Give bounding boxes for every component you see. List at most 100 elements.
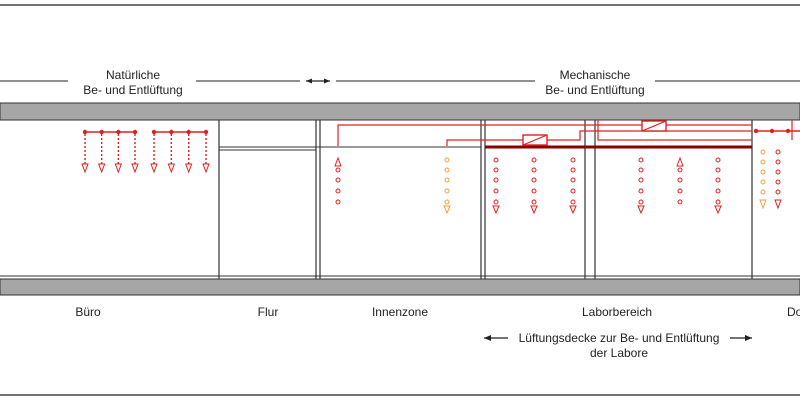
air-marker-dot [335,199,341,205]
zone-label-buero: Büro [75,305,101,319]
edge-outlet-dot [769,128,775,134]
air-marker-dot [715,157,721,163]
natural-label-line2: Be- und Entlüftung [83,83,182,97]
air-marker-dot [677,188,683,194]
air-marker-dot [493,177,499,183]
air-marker-dot [493,188,499,194]
buero-supply-air-arrows [81,129,210,174]
air-marker-dot [570,188,576,194]
air-marker-dot [531,167,537,173]
air-marker-dot [531,157,537,163]
air-marker-dot [444,199,450,205]
air-marker-dot [570,157,576,163]
supply-triangle [492,205,500,215]
buero-outlet-dot [186,129,191,135]
supply-triangle [637,205,645,215]
edge-air-marker [760,179,766,185]
edge-air-marker [775,159,781,165]
exhaust-triangle [334,156,342,167]
air-marker-dot [638,167,644,173]
air-marker-dot [531,188,537,194]
edge-air-marker [775,149,781,155]
edge-air-marker [760,159,766,165]
zone-label-cut: Do [787,305,800,319]
air-marker-dot [638,177,644,183]
buero-airflow-arrowhead [114,163,123,174]
buero-outlet-dot [99,129,104,135]
air-marker-dot [638,157,644,163]
air-marker-dot [715,199,721,205]
supply-duct-branch [446,130,752,146]
supply-triangle [530,205,538,215]
buero-airflow-arrowhead [202,163,210,174]
exhaust-triangle [676,156,684,167]
air-marker-dot [715,177,721,183]
air-marker-dot [335,177,341,183]
buero-airflow-arrowhead [97,163,106,174]
supply-duct-main [337,124,752,146]
zone-divider-arrowhead-left [306,78,312,84]
air-marker-dot [715,188,721,194]
buero-airflow-arrowhead [167,163,176,174]
air-marker-dot [677,177,683,183]
edge-air-marker [775,189,781,195]
edge-air-marker [775,179,781,185]
air-marker-dot [493,157,499,163]
edge-air-marker [760,149,766,155]
buero-outlet-dot [169,129,174,135]
air-marker-dot [444,188,450,194]
supply-triangle [443,205,451,215]
edge-triangle [774,199,782,210]
mechanical-label-line2: Be- und Entlüftung [545,83,644,97]
edge-air-markers [753,120,800,210]
lab-air-markers [334,156,722,215]
air-marker-dot [335,188,341,194]
air-damper-box-2-diag [641,120,667,132]
ceiling-note-line2: der Labore [590,346,648,360]
air-marker-dot [493,199,499,205]
buero-outlet-dot [82,129,88,135]
edge-air-marker [760,169,766,175]
air-marker-dot [638,199,644,205]
air-marker-dot [493,167,499,173]
air-marker-dot [570,199,576,205]
air-marker-dot [531,199,537,205]
zone-label-innenzone: Innenzone [372,305,428,319]
edge-triangle [759,199,767,210]
edge-air-marker [760,189,766,195]
ceiling-note-arrowhead-left [484,335,491,341]
natural-label-line1: Natürliche [106,68,160,82]
supply-duct-branch-2 [597,120,752,141]
ceiling-slab [0,102,800,121]
edge-outlet-dot [753,128,759,134]
air-marker-dot [444,157,450,163]
floor-slab [0,278,800,296]
air-marker-dot [638,188,644,194]
air-marker-dot [335,167,341,173]
buero-outlet-dot [151,129,157,135]
buero-airflow-arrowhead [184,163,193,174]
air-damper-box-1-diag [522,134,548,146]
edge-outlet-dot [785,128,791,134]
air-marker-dot [677,167,683,173]
air-marker-dot [570,177,576,183]
buero-airflow-arrowhead [131,163,139,174]
buero-outlet-dot [203,129,209,135]
supply-triangle [714,205,722,215]
zone-label-flur: Flur [258,305,279,319]
air-marker-dot [531,177,537,183]
buero-outlet-dot [132,129,138,135]
air-marker-dot [677,199,683,205]
edge-air-marker [775,169,781,175]
buero-outlet-dot [116,129,121,135]
air-marker-dot [444,177,450,183]
zone-label-laborbereich: Laborbereich [582,305,652,319]
ceiling-note-arrowhead-right [745,335,752,341]
ceiling-note-line1: Lüftungsdecke zur Be- und Entlüftung [519,331,720,345]
supply-triangle [569,205,577,215]
air-marker-dot [444,167,450,173]
mechanical-label-line1: Mechanische [560,68,631,82]
buero-airflow-arrowhead [81,163,89,174]
